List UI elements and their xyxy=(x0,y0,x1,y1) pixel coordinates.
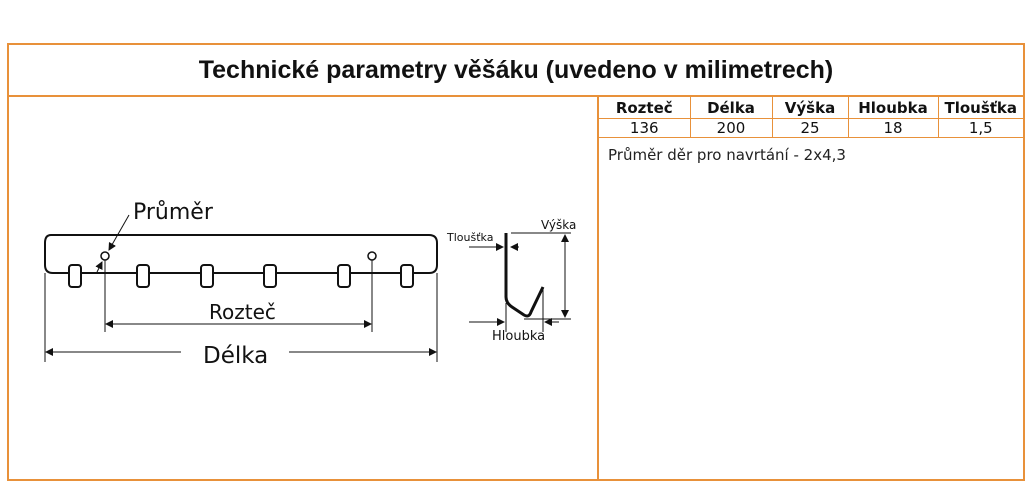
height-label: Výška xyxy=(541,218,576,232)
header-length: Délka xyxy=(689,97,773,119)
hanger-bar xyxy=(44,234,438,274)
table-row: 136 200 25 18 1,5 xyxy=(599,118,1023,138)
header-depth: Hloubka xyxy=(847,97,939,119)
depth-label: Hloubka xyxy=(492,329,545,344)
value-length: 200 xyxy=(689,118,773,138)
header-height: Výška xyxy=(771,97,849,119)
page-title: Technické parametry věšáku (uvedeno v mi… xyxy=(9,45,1023,97)
length-label: Délka xyxy=(203,343,268,369)
parameters-table: Rozteč Délka Výška Hloubka Tloušťka 136 … xyxy=(599,97,1023,138)
technical-drawing: Průměr Rozteč Délka Tloušťka Výška Hloub… xyxy=(44,200,576,369)
value-pitch: 136 xyxy=(599,118,691,138)
pitch-label: Rozteč xyxy=(209,300,276,324)
diameter-label: Průměr xyxy=(133,200,214,225)
parameters-panel: Technické parametry věšáku (uvedeno v mi… xyxy=(7,43,1025,481)
value-depth: 18 xyxy=(847,118,939,138)
drill-hole-note: Průměr děr pro navrtání - 2x4,3 xyxy=(608,146,846,164)
table-header-row: Rozteč Délka Výška Hloubka Tloušťka xyxy=(599,97,1023,119)
header-thickness: Tloušťka xyxy=(937,97,1023,119)
value-height: 25 xyxy=(771,118,849,138)
value-thickness: 1,5 xyxy=(937,118,1023,138)
hanger-drawing: Průměr Rozteč Délka Tloušťka Výška Hloub… xyxy=(9,97,599,479)
header-pitch: Rozteč xyxy=(599,97,691,119)
thickness-label: Tloušťka xyxy=(446,231,493,244)
hooks xyxy=(68,264,414,288)
parameters-section: Rozteč Délka Výška Hloubka Tloušťka 136 … xyxy=(599,97,1023,479)
